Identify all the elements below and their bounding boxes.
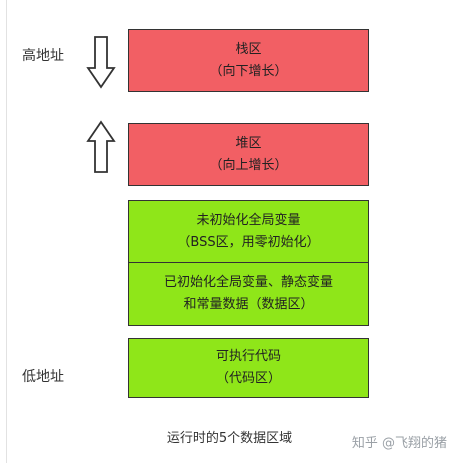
arrow-down-icon (86, 36, 116, 89)
arrow-up-icon (86, 120, 116, 173)
heap-title: 堆区 (235, 135, 262, 151)
data-title: 已初始化全局变量、静态变量 (163, 275, 333, 290)
data-subtitle: 和常量数据（数据区） (183, 297, 314, 312)
code-subtitle: （代码区） (215, 371, 281, 386)
bss-region: 未初始化全局变量 （BSS区，用零初始化） (128, 200, 369, 263)
stack-region: 栈区 （向下增长） (128, 29, 369, 92)
bss-subtitle: （BSS区，用零初始化） (177, 234, 320, 250)
left-border-line (6, 0, 7, 463)
diagram-caption: 运行时的5个数据区域 (166, 431, 293, 446)
bss-title: 未初始化全局变量 (196, 212, 301, 228)
watermark: 知乎 @飞翔的猪 (351, 436, 447, 451)
high-address-label: 高地址 (22, 48, 64, 64)
code-title: 可执行代码 (215, 349, 281, 364)
low-address-label: 低地址 (22, 369, 64, 385)
code-region: 可执行代码 （代码区） (128, 338, 369, 398)
data-region: 已初始化全局变量、静态变量 和常量数据（数据区） (128, 262, 369, 326)
heap-region: 堆区 （向上增长） (128, 123, 369, 186)
stack-subtitle: （向下增长） (209, 63, 288, 79)
stack-title: 栈区 (235, 41, 262, 57)
heap-subtitle: （向上增长） (209, 157, 288, 173)
